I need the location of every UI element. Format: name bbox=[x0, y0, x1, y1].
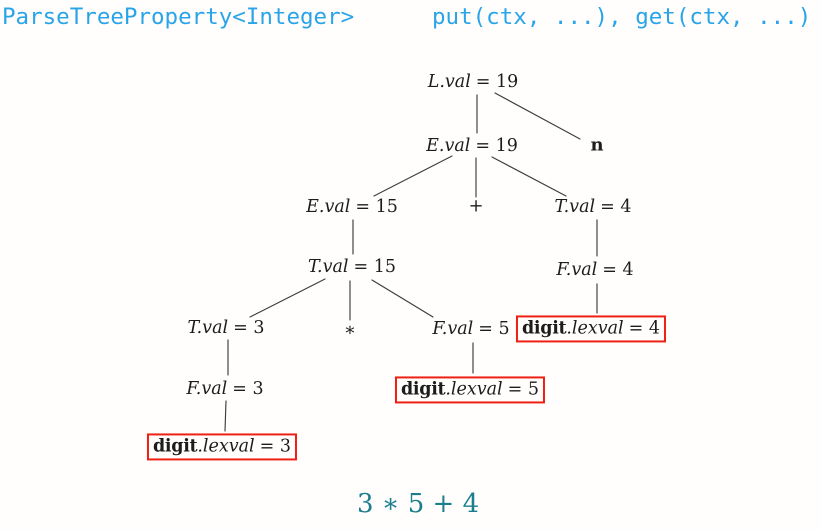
node-E15-name: E.val bbox=[306, 196, 351, 217]
node-E15-value: = 15 bbox=[355, 196, 398, 217]
digit4-keyword: digit bbox=[521, 318, 567, 339]
digit5-value: = 5 bbox=[507, 379, 540, 400]
node-digit-lexval-3: digit.lexval= 3 bbox=[146, 433, 298, 461]
node-T15-name: T.val bbox=[307, 256, 349, 277]
digit5-keyword: digit bbox=[400, 379, 446, 400]
node-F4-name: F.val bbox=[556, 259, 598, 280]
node-L-val: L.val= 19 bbox=[428, 72, 519, 92]
node-T3-value: = 3 bbox=[233, 317, 265, 338]
edge-L-n bbox=[494, 92, 581, 140]
node-L-name: L.val bbox=[427, 71, 471, 92]
edge-T15-F5 bbox=[371, 279, 434, 318]
node-T-val-15: T.val= 15 bbox=[308, 257, 396, 277]
node-T4-name: T.val bbox=[554, 196, 596, 217]
node-T-val-4: T.val= 4 bbox=[555, 197, 632, 217]
code-parse-tree-property: ParseTreeProperty<Integer> bbox=[2, 4, 355, 30]
digit4-attribute: .lexval bbox=[566, 318, 624, 339]
node-F3-value: = 3 bbox=[232, 378, 264, 399]
digit4-value: = 4 bbox=[628, 318, 661, 339]
node-F4-value: = 4 bbox=[602, 259, 634, 280]
node-T-val-3: T.val= 3 bbox=[188, 318, 265, 338]
node-L-value: = 19 bbox=[475, 71, 519, 92]
digit3-value: = 3 bbox=[259, 436, 292, 457]
node-T4-value: = 4 bbox=[600, 196, 632, 217]
edge-E19-E15 bbox=[373, 155, 453, 197]
node-E19-name: E.val bbox=[426, 135, 471, 156]
node-star-operator: ∗ bbox=[343, 319, 357, 341]
code-put-get: put(ctx, ...), get(ctx, ...) bbox=[432, 4, 812, 30]
edge-F3-digit3 bbox=[224, 400, 227, 432]
input-expression: 3 ∗ 5 + 4 bbox=[357, 489, 480, 519]
node-E19-value: = 19 bbox=[475, 135, 518, 156]
node-F-val-5: F.val= 5 bbox=[432, 319, 509, 339]
node-F-val-4: F.val= 4 bbox=[556, 260, 633, 280]
node-plus-operator: + bbox=[468, 195, 484, 217]
node-T3-name: T.val bbox=[187, 317, 229, 338]
digit5-attribute: .lexval bbox=[445, 379, 503, 400]
node-F-val-3: F.val= 3 bbox=[186, 379, 263, 399]
node-digit-lexval-5: digit.lexval= 5 bbox=[394, 376, 546, 404]
node-T15-value: = 15 bbox=[353, 256, 397, 277]
node-F5-name: F.val bbox=[432, 318, 474, 339]
digit3-keyword: digit bbox=[152, 436, 198, 457]
node-E-val-15: E.val= 15 bbox=[306, 197, 398, 217]
edge-T15-T3 bbox=[249, 278, 326, 318]
node-F3-name: F.val bbox=[186, 378, 228, 399]
node-E-val-19: E.val= 19 bbox=[426, 136, 518, 156]
node-F5-value: = 5 bbox=[478, 318, 510, 339]
node-digit-lexval-4: digit.lexval= 4 bbox=[515, 315, 667, 343]
digit3-attribute: .lexval bbox=[197, 436, 255, 457]
node-terminal-n: n bbox=[590, 134, 604, 156]
edge-E19-T4 bbox=[491, 156, 567, 197]
